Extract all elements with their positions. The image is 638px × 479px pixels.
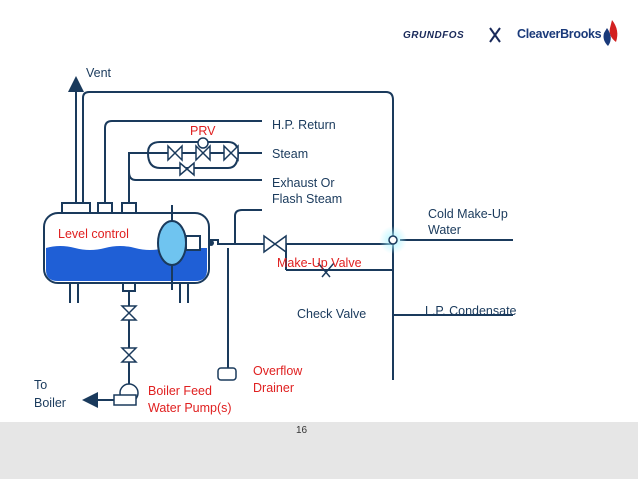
hp-return-label: H.P. Return [272, 118, 336, 132]
prv-valves [167, 137, 239, 177]
feed-valves [120, 305, 138, 363]
makeup-valve-label: Make-Up Valve [277, 256, 362, 270]
boiler-feed-label-2: Water Pump(s) [148, 401, 232, 415]
grundfos-x-icon [489, 27, 501, 43]
check-valve-label: Check Valve [297, 307, 367, 321]
makeup-branch [234, 209, 262, 244]
makeup-valve [263, 234, 287, 254]
deaerator-tank [43, 202, 214, 303]
lp-condensate-label: L.P. Condensate [425, 304, 517, 318]
hp-return-pipe [104, 120, 262, 210]
steam-pipe [128, 152, 262, 210]
to-boiler-label-1: To [34, 378, 48, 392]
cleaverbrooks-flame-icon [603, 20, 618, 46]
steam-label: Steam [272, 147, 309, 161]
feed-pump [113, 383, 139, 406]
footer-bar [0, 422, 638, 479]
cold-makeup-label-1: Cold Make-Up [428, 207, 508, 221]
exhaust-pipe [128, 171, 262, 181]
to-boiler-label-2: Boiler [34, 396, 66, 410]
prv-label: PRV [190, 124, 216, 138]
boiler-feed-label-1: Boiler Feed [148, 384, 212, 398]
return-loop-pipe [82, 91, 394, 380]
level-float [157, 220, 187, 266]
overflow-drainer [217, 367, 237, 381]
cold-makeup-label-2: Water [428, 223, 461, 237]
level-control-label: Level control [56, 227, 131, 242]
check-valve [317, 262, 335, 278]
exhaust-label-2: Flash Steam [272, 192, 343, 206]
overflow-label-2: Drainer [253, 381, 294, 395]
overflow-label-1: Overflow [253, 364, 303, 378]
makeup-pipe [207, 239, 393, 245]
cleaverbrooks-logo: CleaverBrooks [517, 27, 602, 41]
vent-label: Vent [86, 66, 112, 80]
exhaust-label-1: Exhaust Or [272, 176, 335, 190]
page-number: 16 [296, 425, 308, 436]
grundfos-logo: GRUNDFOS [403, 30, 465, 41]
